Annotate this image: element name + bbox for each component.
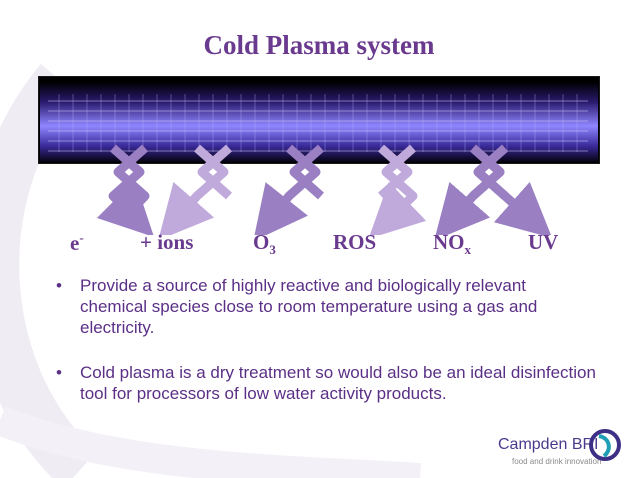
arrow-ions bbox=[158, 144, 232, 235]
species-uv: UV bbox=[528, 230, 559, 254]
bullet-text: Provide a source of highly reactive and … bbox=[80, 276, 538, 337]
species-ozone: O3 bbox=[253, 230, 276, 258]
bullet-item: • Provide a source of highly reactive an… bbox=[56, 275, 596, 338]
species-electron: e- bbox=[70, 230, 84, 255]
bullet-list: • Provide a source of highly reactive an… bbox=[56, 275, 596, 404]
slide-title: Cold Plasma system bbox=[203, 30, 435, 60]
bullet-dot: • bbox=[56, 276, 62, 295]
arrow-e bbox=[96, 144, 155, 235]
campden-bri-logo: Campden BRI food and drink innovation bbox=[498, 428, 628, 472]
logo-swirl-icon bbox=[589, 429, 621, 461]
logo-tagline: food and drink innovation bbox=[512, 457, 602, 466]
species-arrows bbox=[96, 144, 553, 235]
arrow-uv bbox=[470, 144, 553, 235]
species-ions: + ions bbox=[140, 230, 194, 254]
species-ros: ROS bbox=[333, 230, 377, 254]
logo-name: Campden BRI bbox=[498, 436, 599, 453]
bullet-text: Cold plasma is a dry treatment so would … bbox=[80, 363, 596, 403]
arrow-o3 bbox=[253, 144, 324, 235]
bullet-dot: • bbox=[56, 363, 62, 382]
arrow-ros bbox=[368, 144, 427, 235]
plasma-discharge-image bbox=[38, 76, 600, 164]
species-nox: NOx bbox=[433, 230, 471, 258]
bullet-item: • Cold plasma is a dry treatment so woul… bbox=[56, 362, 596, 404]
